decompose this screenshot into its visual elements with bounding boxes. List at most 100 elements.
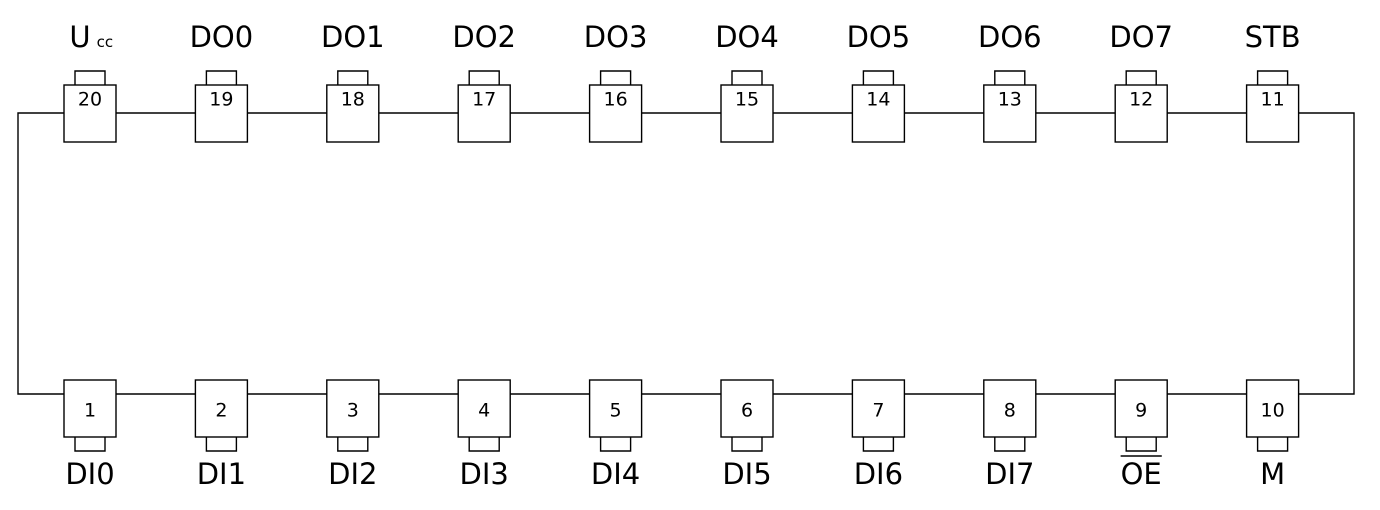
pin-label: DO2 bbox=[452, 20, 516, 54]
pin-number: 15 bbox=[735, 89, 759, 111]
pin-label: DO1 bbox=[321, 20, 385, 54]
pin-pad bbox=[63, 84, 117, 143]
pin-number: 16 bbox=[604, 89, 628, 111]
pin-label: DO0 bbox=[190, 20, 254, 54]
pin-pad bbox=[457, 84, 511, 143]
pin-label: OE bbox=[1121, 457, 1162, 491]
pin-notch bbox=[468, 70, 500, 85]
pin-number: 10 bbox=[1261, 400, 1285, 422]
pin-notch bbox=[1125, 437, 1157, 452]
pin-notch bbox=[994, 70, 1026, 85]
pin-number: 7 bbox=[872, 400, 884, 422]
pin-10: 10M bbox=[1245, 379, 1300, 491]
pin-label-subscript: cc bbox=[97, 33, 114, 51]
pin-notch bbox=[862, 70, 895, 85]
pin-number: 11 bbox=[1261, 89, 1285, 111]
pin-label: DO5 bbox=[847, 20, 911, 54]
pin-number: 2 bbox=[215, 400, 227, 422]
pin-label: M bbox=[1260, 457, 1285, 491]
pin-number: 4 bbox=[478, 400, 490, 422]
pin-label: DO3 bbox=[584, 20, 648, 54]
pin-pad bbox=[720, 379, 774, 438]
chip-body-right-edge bbox=[1298, 112, 1355, 395]
pin-notch bbox=[74, 70, 106, 85]
pin-label: DI1 bbox=[197, 457, 246, 491]
pin-label: DI4 bbox=[591, 457, 640, 491]
pin-16: 16 DO3 bbox=[584, 20, 648, 143]
pin-pad bbox=[326, 379, 380, 438]
pin-notch bbox=[468, 437, 500, 452]
pin-label: DI7 bbox=[985, 457, 1034, 491]
pin-notch bbox=[599, 70, 632, 85]
pin-number: 8 bbox=[1004, 400, 1016, 422]
pin-label: DI5 bbox=[722, 457, 771, 491]
chip-body bbox=[17, 112, 1355, 395]
pin-label: DO4 bbox=[715, 20, 779, 54]
pin-pad bbox=[1114, 379, 1168, 438]
pin-label: U bbox=[69, 20, 90, 54]
pin-pad bbox=[851, 84, 906, 143]
pin-pad bbox=[1245, 84, 1300, 143]
pin-pad bbox=[983, 379, 1037, 438]
pin-number: 14 bbox=[866, 89, 890, 111]
pin-number: 5 bbox=[610, 400, 622, 422]
pin-number: 6 bbox=[741, 400, 753, 422]
pin-notch bbox=[337, 437, 369, 452]
pin-label: DI3 bbox=[460, 457, 509, 491]
pin-pad bbox=[588, 84, 643, 143]
pin-pad bbox=[194, 379, 249, 438]
pin-pad bbox=[457, 379, 511, 438]
pin-number: 18 bbox=[341, 89, 365, 111]
pin-number: 19 bbox=[209, 89, 233, 111]
chip-body-left-edge bbox=[17, 112, 64, 395]
pin-label: DI2 bbox=[328, 457, 377, 491]
pin-notch bbox=[337, 70, 369, 85]
pin-9: 9OE bbox=[1114, 379, 1168, 491]
pin-label: STB bbox=[1245, 20, 1301, 54]
pin-pad bbox=[1245, 379, 1300, 438]
pin-19: 19 DO0 bbox=[190, 20, 254, 143]
pin-notch bbox=[1125, 70, 1157, 85]
pin-pad bbox=[1114, 84, 1168, 143]
pin-notch bbox=[731, 70, 763, 85]
pin-14: 14 DO5 bbox=[847, 20, 911, 143]
pin-18: 18 DO1 bbox=[321, 20, 385, 143]
pin-notch bbox=[731, 437, 763, 452]
pin-notch bbox=[599, 437, 632, 452]
pin-notch bbox=[1256, 70, 1289, 85]
pin-notch bbox=[1256, 437, 1289, 452]
pin-notch bbox=[994, 437, 1026, 452]
pin-number: 12 bbox=[1129, 89, 1153, 111]
pin-pad bbox=[63, 379, 117, 438]
pin-label: DO6 bbox=[978, 20, 1042, 54]
pin-pad bbox=[851, 379, 906, 438]
pin-15: 15 DO4 bbox=[715, 20, 779, 143]
pin-pad bbox=[588, 379, 643, 438]
pin-label: DI6 bbox=[854, 457, 903, 491]
pin-pad bbox=[326, 84, 380, 143]
pin-pad bbox=[983, 84, 1037, 143]
pin-pad bbox=[194, 84, 249, 143]
pin-11: 11 STB bbox=[1245, 20, 1301, 143]
pin-number: 3 bbox=[347, 400, 359, 422]
pin-pad bbox=[720, 84, 774, 143]
pin-number: 20 bbox=[78, 89, 102, 111]
pin-number: 17 bbox=[472, 89, 496, 111]
pin-number: 1 bbox=[84, 400, 96, 422]
pin-17: 17 DO2 bbox=[452, 20, 516, 143]
pin-number: 9 bbox=[1135, 400, 1147, 422]
pin-notch bbox=[205, 70, 238, 85]
